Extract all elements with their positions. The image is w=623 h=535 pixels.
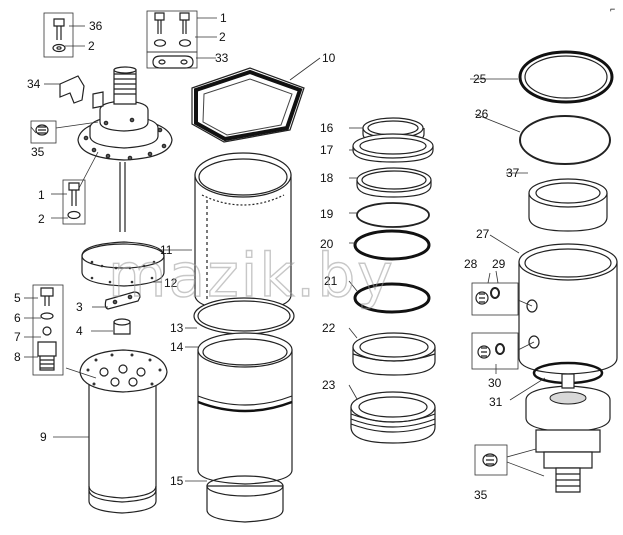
callout-14: 14 bbox=[170, 340, 184, 354]
callout-1: 1 bbox=[38, 188, 45, 202]
part-4-nut bbox=[113, 318, 131, 335]
bolt-kit-1-2-left bbox=[62, 179, 86, 225]
callout-2: 2 bbox=[219, 30, 226, 44]
callout-2: 2 bbox=[88, 39, 95, 53]
callout-33: 33 bbox=[215, 51, 229, 65]
callout-3: 3 bbox=[76, 300, 83, 314]
part-11-cylinder bbox=[194, 152, 292, 312]
callout-13: 13 bbox=[170, 321, 184, 335]
callout-22: 22 bbox=[322, 321, 336, 335]
bolt-kit-36-2 bbox=[43, 12, 74, 58]
callout-8: 8 bbox=[14, 350, 21, 364]
callout-29: 29 bbox=[492, 257, 506, 271]
part-37-ring bbox=[528, 178, 608, 232]
callout-27: 27 bbox=[476, 227, 490, 241]
callout-35: 35 bbox=[31, 145, 45, 159]
plug-kit-30 bbox=[471, 332, 519, 370]
part-10-gasket bbox=[191, 67, 305, 143]
flange-cover-assembly bbox=[77, 66, 173, 232]
part-25-seal bbox=[518, 50, 614, 104]
callout-6: 6 bbox=[14, 311, 21, 325]
part-17-ring bbox=[352, 133, 434, 163]
lock-plate-33 bbox=[146, 51, 198, 69]
bolt-kit-1-2 bbox=[146, 10, 198, 53]
callout-16: 16 bbox=[320, 121, 334, 135]
callout-11: 11 bbox=[160, 243, 173, 257]
callout-35: 35 bbox=[474, 488, 488, 502]
callout-26: 26 bbox=[475, 107, 489, 121]
part-19-ring bbox=[356, 202, 430, 228]
part-21-ring bbox=[353, 282, 431, 314]
callout-12: 12 bbox=[164, 276, 178, 290]
corner-mark: ⌐ bbox=[610, 4, 615, 14]
breather-kit-35-left bbox=[30, 120, 57, 144]
callout-9: 9 bbox=[40, 430, 47, 444]
part-20-ring bbox=[353, 229, 431, 261]
part-23-ring bbox=[350, 391, 436, 444]
callout-4: 4 bbox=[76, 324, 83, 338]
part-18-ring bbox=[356, 167, 432, 198]
callout-15: 15 bbox=[170, 474, 184, 488]
part-14-cylinder bbox=[197, 332, 293, 485]
callout-37: 37 bbox=[506, 166, 520, 180]
bracket-34 bbox=[59, 75, 85, 104]
callout-labels: 36 2 1 2 33 34 10 25 35 16 26 17 18 37 1… bbox=[14, 11, 520, 502]
part-26-ring bbox=[519, 115, 611, 165]
callout-34: 34 bbox=[27, 77, 41, 91]
callout-30: 30 bbox=[488, 376, 502, 390]
callout-36: 36 bbox=[89, 19, 103, 33]
callout-2: 2 bbox=[38, 212, 45, 226]
watermark: mazik.by bbox=[108, 241, 395, 311]
part-27-housing bbox=[518, 243, 618, 375]
part-22-ring bbox=[352, 332, 436, 376]
callout-5: 5 bbox=[14, 291, 21, 305]
part-15-base-ring bbox=[206, 475, 284, 523]
callout-17: 17 bbox=[320, 143, 334, 157]
part-9-filter-cylinder bbox=[79, 349, 168, 514]
leader-lines bbox=[24, 17, 546, 482]
callout-7: 7 bbox=[14, 330, 21, 344]
callout-10: 10 bbox=[322, 51, 336, 65]
plug-kit-28-29 bbox=[471, 282, 519, 316]
breather-kit-35-right bbox=[474, 444, 508, 476]
callout-31: 31 bbox=[489, 395, 503, 409]
callout-28: 28 bbox=[464, 257, 478, 271]
callout-25: 25 bbox=[473, 72, 487, 86]
callout-1: 1 bbox=[220, 11, 227, 25]
callout-23: 23 bbox=[322, 378, 336, 392]
callout-18: 18 bbox=[320, 171, 334, 185]
valve-assembly bbox=[525, 373, 611, 493]
callout-21: 21 bbox=[324, 274, 338, 288]
fitting-kit-5-8 bbox=[32, 284, 64, 376]
part-12-perforated-ring bbox=[81, 241, 165, 287]
callout-19: 19 bbox=[320, 207, 334, 221]
callout-20: 20 bbox=[320, 237, 334, 251]
